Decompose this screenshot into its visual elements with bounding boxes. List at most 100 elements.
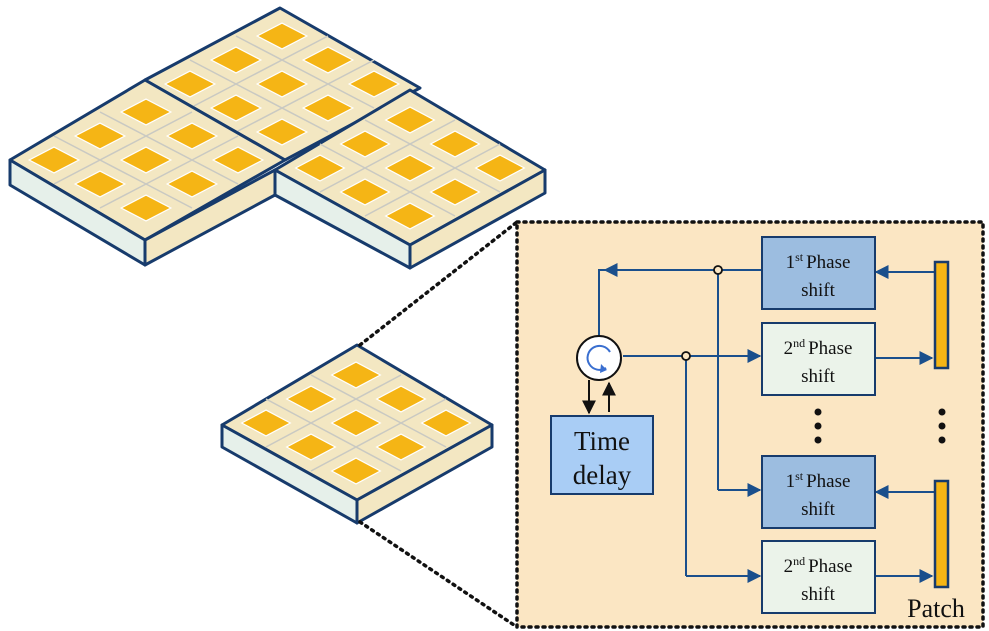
patch-antenna bbox=[285, 385, 337, 413]
patch-antenna bbox=[347, 70, 401, 98]
ps-phase: Phase bbox=[808, 556, 852, 577]
patch-antenna bbox=[384, 106, 436, 134]
patch-antenna bbox=[339, 178, 391, 206]
patch-antenna bbox=[384, 202, 436, 230]
ps-shift: shift bbox=[801, 280, 836, 301]
patch-antenna bbox=[285, 433, 337, 461]
patch-antenna bbox=[429, 178, 481, 206]
patch-antenna bbox=[119, 194, 173, 222]
patch-antenna bbox=[255, 118, 309, 146]
array-tile-top bbox=[143, 6, 422, 162]
patch-antenna bbox=[119, 146, 173, 174]
patch-antenna bbox=[339, 130, 391, 158]
patch-antenna bbox=[211, 146, 265, 174]
ps-ordinal: nd bbox=[793, 554, 805, 568]
grid-line bbox=[310, 398, 447, 472]
patch-antenna bbox=[165, 170, 219, 198]
patch-grid bbox=[240, 361, 472, 485]
grid-line bbox=[319, 119, 456, 193]
array-tile-right bbox=[273, 88, 547, 270]
time-delay-label-line2: delay bbox=[573, 460, 632, 490]
circulator bbox=[576, 335, 622, 381]
patch-antenna bbox=[209, 94, 263, 122]
ps-number: 1 bbox=[786, 252, 796, 273]
junction-dot bbox=[681, 351, 691, 361]
patch-antenna bbox=[209, 46, 263, 74]
patch-label: Patch bbox=[907, 594, 965, 623]
ps-phase: Phase bbox=[806, 471, 850, 492]
patch-grid bbox=[163, 22, 401, 146]
patch-antenna bbox=[429, 130, 481, 158]
circulator-arrow-icon bbox=[586, 344, 611, 371]
patch-antenna bbox=[240, 409, 292, 437]
grid-line bbox=[319, 143, 456, 217]
grid-line bbox=[235, 59, 375, 133]
large-l-shaped-array bbox=[8, 6, 547, 270]
patch-antenna bbox=[301, 46, 355, 74]
ps-number: 2 bbox=[784, 556, 794, 577]
grid-line bbox=[364, 119, 501, 193]
grid-line bbox=[364, 143, 501, 217]
patch-antenna bbox=[255, 22, 309, 50]
patch-grid bbox=[294, 106, 526, 230]
grid-line bbox=[310, 374, 447, 448]
ps-ordinal: nd bbox=[793, 336, 805, 350]
ps-shift: shift bbox=[801, 366, 836, 387]
patch-antenna bbox=[330, 361, 382, 389]
grid-line bbox=[265, 374, 402, 448]
patch-antenna bbox=[330, 409, 382, 437]
patch-antenna bbox=[375, 385, 427, 413]
patch-antenna bbox=[330, 457, 382, 485]
ps-phase: Phase bbox=[808, 338, 852, 359]
patch-antenna bbox=[375, 433, 427, 461]
time-delay-box: Time delay bbox=[550, 415, 654, 495]
ps-shift: shift bbox=[801, 499, 836, 520]
ps-number: 2 bbox=[784, 338, 794, 359]
patch-antenna bbox=[73, 122, 127, 150]
patch-antenna bbox=[301, 94, 355, 122]
time-delay-label-line1: Time bbox=[574, 426, 630, 456]
junction-dot bbox=[713, 265, 723, 275]
patch-antenna bbox=[73, 170, 127, 198]
signal-wires bbox=[598, 263, 935, 583]
ps-ordinal: st bbox=[795, 250, 804, 264]
grid-line bbox=[99, 135, 239, 209]
patch-antenna bbox=[165, 122, 219, 150]
patch-antenna bbox=[294, 154, 346, 182]
patch-antenna bbox=[119, 98, 173, 126]
patch-antenna bbox=[163, 70, 217, 98]
grid-line bbox=[53, 135, 193, 209]
array-tile-left bbox=[8, 78, 287, 267]
ellipsis-dots bbox=[814, 408, 946, 444]
patch-element-bottom bbox=[933, 479, 950, 589]
single-subarray-tile bbox=[220, 343, 494, 525]
grid-line bbox=[189, 35, 329, 109]
patch-antenna bbox=[384, 154, 436, 182]
grid-line bbox=[189, 59, 329, 133]
zoom-line-bottom bbox=[358, 520, 519, 629]
grid-line bbox=[99, 111, 239, 185]
patch-antenna bbox=[27, 146, 81, 174]
grid-line bbox=[53, 111, 193, 185]
patch-antenna bbox=[474, 154, 526, 182]
patch-grid bbox=[27, 98, 265, 222]
ps-phase: Phase bbox=[806, 252, 850, 273]
patch-element-top bbox=[933, 260, 950, 370]
ps-ordinal: st bbox=[795, 469, 804, 483]
ps-number: 1 bbox=[786, 471, 796, 492]
grid-line bbox=[235, 35, 375, 109]
patch-antenna bbox=[420, 409, 472, 437]
ps-shift: shift bbox=[801, 584, 836, 605]
zoom-line-top bbox=[358, 220, 519, 347]
